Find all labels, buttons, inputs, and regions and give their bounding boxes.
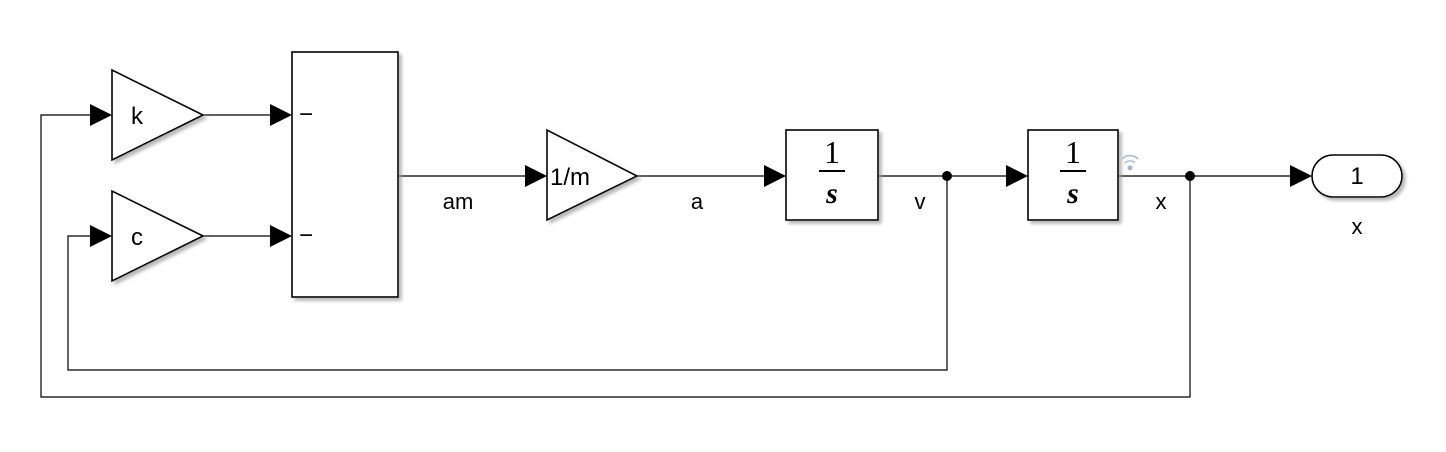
sum-sign-top: − — [299, 101, 313, 128]
gain-k-block[interactable] — [111, 68, 205, 162]
arrow-into-integrator-2 — [1006, 165, 1028, 187]
integrator-2-denominator: s — [1066, 177, 1079, 210]
arrow-into-sum-top — [270, 104, 292, 126]
integrator-2-block[interactable] — [1027, 129, 1119, 221]
arrow-into-gain-inv-m — [525, 165, 547, 187]
arrow-into-outport — [1290, 165, 1312, 187]
outport-name: x — [1352, 214, 1363, 239]
gain-c-block[interactable] — [111, 189, 205, 283]
arrow-into-sum-bottom — [270, 225, 292, 247]
arrow-into-integrator-1 — [764, 165, 786, 187]
integrator-1-numerator: 1 — [824, 134, 840, 170]
branch-point-x — [1185, 171, 1195, 181]
signal-logging-icon[interactable] — [1121, 154, 1139, 171]
signal-label-v: v — [915, 189, 926, 214]
integrator-2-numerator: 1 — [1065, 134, 1081, 170]
arrow-into-k — [90, 104, 112, 126]
gain-c-label: c — [131, 224, 143, 251]
wire-x-feedback[interactable] — [40, 114, 1191, 398]
branch-point-v — [942, 171, 952, 181]
gain-k-label: k — [131, 103, 144, 130]
integrator-1-block[interactable] — [785, 129, 879, 221]
gain-inv-m-label: 1/m — [550, 164, 590, 191]
outport-number: 1 — [1350, 163, 1363, 190]
signal-label-a: a — [691, 189, 704, 214]
sum-sign-bottom: − — [299, 222, 313, 249]
arrow-into-c — [90, 225, 112, 247]
wire-v-feedback[interactable] — [67, 176, 948, 371]
outport-block[interactable] — [1311, 154, 1403, 198]
sum-block[interactable] — [291, 51, 399, 298]
gain-inv-m-block[interactable] — [546, 128, 639, 222]
integrator-1-denominator: s — [825, 177, 838, 210]
signal-label-x: x — [1156, 189, 1167, 214]
signal-label-am: am — [443, 189, 474, 214]
